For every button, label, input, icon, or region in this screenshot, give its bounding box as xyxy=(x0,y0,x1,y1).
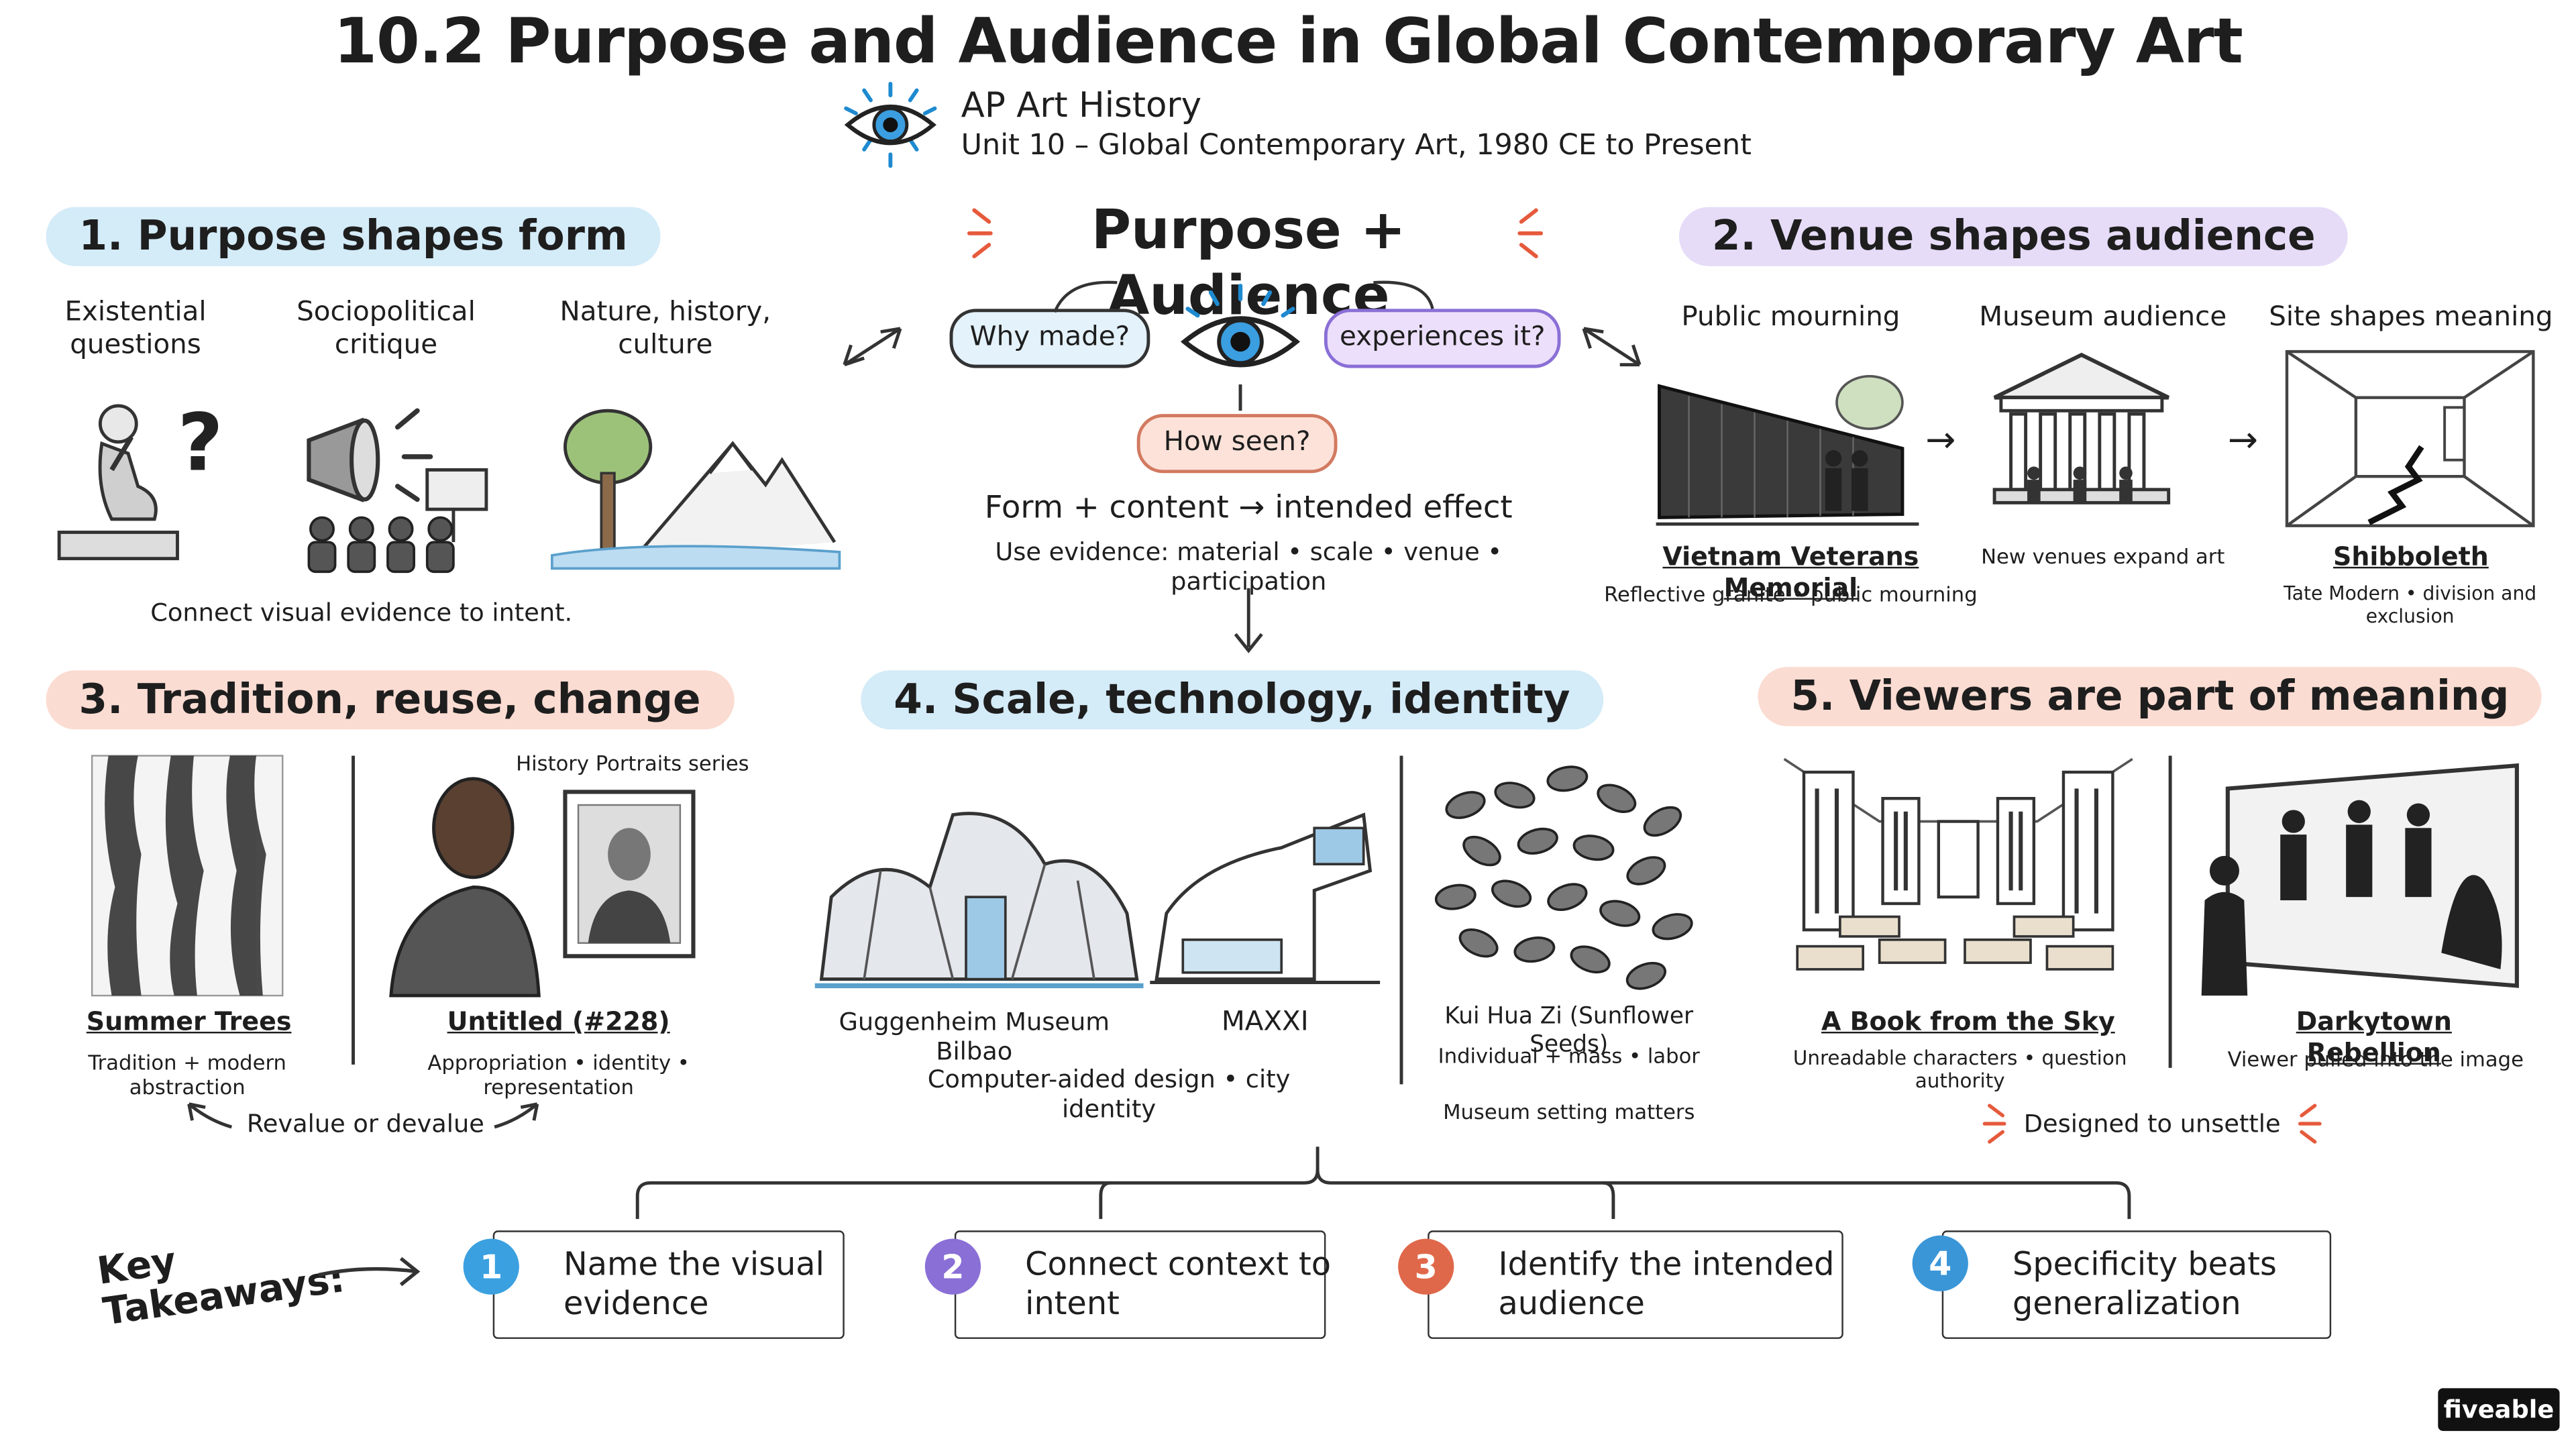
title-book-from-sky: A Book from the Sky xyxy=(1821,1007,2115,1037)
section4-note2: Museum setting matters xyxy=(1443,1099,1695,1124)
takeaway-2: Connect context to intent xyxy=(954,1230,1331,1339)
center-evidence: Use evidence: material • scale • venue •… xyxy=(995,537,1503,596)
why-made-pill: Why made? xyxy=(949,309,1150,368)
takeaway-arrow xyxy=(318,1256,421,1287)
note-shibboleth: Tate Modern • division and exclusion xyxy=(2284,581,2537,628)
title-darkytown: Darkytown Rebellion xyxy=(2296,1007,2452,1067)
takeaway-3-text: Identify the intended audience xyxy=(1498,1245,1835,1324)
divider xyxy=(352,755,355,1065)
takeaway-connectors xyxy=(635,1146,2131,1220)
takeaway-1-text: Name the visual evidence xyxy=(564,1245,824,1324)
note-summer-trees: Tradition + modern abstraction xyxy=(88,1049,286,1099)
how-seen-pill: How seen? xyxy=(1136,414,1338,474)
section2-heading: 2. Venue shapes audience xyxy=(1678,207,2349,266)
takeaway-1-badge: 1 xyxy=(463,1238,519,1295)
museum-icon xyxy=(1992,352,2171,504)
note-new-venues: New venues expand art xyxy=(1981,543,2225,569)
fiveable-logo[interactable]: fiveable xyxy=(2438,1388,2560,1432)
tree-mountain-icon xyxy=(551,409,841,570)
title-maxxi: MAXXI xyxy=(1221,1005,1309,1037)
title-vietnam-memorial: Vietnam Veterans Memorial xyxy=(1662,542,1919,602)
center-connectors xyxy=(843,280,1642,653)
center-eye-icon xyxy=(1180,283,1301,411)
page-title: 10.2 Purpose and Audience in Global Cont… xyxy=(333,5,2243,78)
seeds-icon xyxy=(1434,765,1693,990)
title-shibboleth: Shibboleth xyxy=(2333,542,2489,572)
center-sparkles xyxy=(967,208,1544,258)
takeaway-3-badge: 3 xyxy=(1398,1238,1454,1295)
takeaway-1: Name the visual evidence xyxy=(492,1230,845,1339)
note-sunflower-seeds: Individual + mass • labor xyxy=(1438,1043,1700,1068)
takeaway-4-badge: 4 xyxy=(1912,1235,1968,1291)
section5-heading: 5. Viewers are part of meaning xyxy=(1758,667,2542,727)
section1-heading: 1. Purpose shapes form xyxy=(46,207,661,266)
section5-note: Designed to unsettle xyxy=(2023,1109,2281,1139)
label-museum-audience: Museum audience xyxy=(1979,301,2227,332)
section4-heading: 4. Scale, technology, identity xyxy=(861,670,1603,730)
ink-trees-icon xyxy=(91,755,284,997)
title-summer-trees: Summer Trees xyxy=(86,1007,292,1037)
arrow-right: → xyxy=(1925,420,1956,462)
memorial-wall-icon xyxy=(1656,374,1919,526)
divider-3 xyxy=(2168,755,2172,1068)
center-formula: Form + content → intended effect xyxy=(984,489,1513,526)
label-site-meaning: Site shapes meaning xyxy=(2269,301,2553,332)
title-bilbao: Guggenheim Museum Bilbao xyxy=(839,1007,1110,1067)
takeaway-4-text: Specificity beats generalization xyxy=(2012,1245,2277,1324)
note-vietnam-memorial: Reflective granite • public mourning xyxy=(1604,581,1978,606)
experiences-pill: experiences it? xyxy=(1324,309,1561,368)
title-sunflower-seeds: Kui Hua Zi (Sunflower Seeds) xyxy=(1444,1004,1694,1058)
item-nature: Nature, history, culture xyxy=(559,295,771,360)
thinker-icon: ? xyxy=(57,396,223,561)
book-room-icon xyxy=(1783,757,2133,971)
series-label: History Portraits series xyxy=(516,751,749,775)
megaphone-icon xyxy=(307,408,488,574)
bilbao-icon xyxy=(814,812,1144,989)
svg-text:?: ? xyxy=(177,396,223,488)
takeaway-2-text: Connect context to intent xyxy=(1025,1245,1331,1324)
silhouette-icon xyxy=(2201,763,2519,996)
portrait-icon xyxy=(389,777,696,998)
item-existential: Existential questions xyxy=(64,295,207,360)
crack-room-icon xyxy=(2285,350,2535,527)
takeaway-3: Identify the intended audience xyxy=(1428,1230,1843,1339)
eye-icon xyxy=(844,81,937,168)
divider-2 xyxy=(1399,755,1403,1085)
course-label: AP Art History xyxy=(961,85,1202,125)
section4-note: Computer-aided design • city identity xyxy=(927,1064,1291,1124)
note-untitled-228: Appropriation • identity • representatio… xyxy=(427,1049,690,1099)
section3-note: Revalue or devalue xyxy=(246,1109,484,1139)
title-untitled-228: Untitled (#228) xyxy=(447,1007,670,1037)
maxxi-icon xyxy=(1150,812,1381,984)
section1-note: Connect visual evidence to intent. xyxy=(150,598,573,628)
label-public-mourning: Public mourning xyxy=(1681,301,1900,332)
takeaway-2-badge: 2 xyxy=(924,1238,981,1295)
item-sociopolitical: Sociopolitical critique xyxy=(297,295,476,360)
arrow-right-2: → xyxy=(2227,420,2258,462)
note-book-from-sky: Unreadable characters • question authori… xyxy=(1792,1046,2127,1093)
section3-heading: 3. Tradition, reuse, change xyxy=(46,670,734,730)
unsettle-sparkles xyxy=(1982,1104,2322,1144)
note-darkytown: Viewer pulled into the image xyxy=(2227,1046,2524,1071)
curved-arrows xyxy=(187,1102,539,1129)
takeaway-4: Specificity beats generalization xyxy=(1941,1230,2332,1339)
unit-label: Unit 10 – Global Contemporary Art, 1980 … xyxy=(961,129,1752,163)
key-takeaways-label: Key Takeaways: xyxy=(95,1240,347,1336)
